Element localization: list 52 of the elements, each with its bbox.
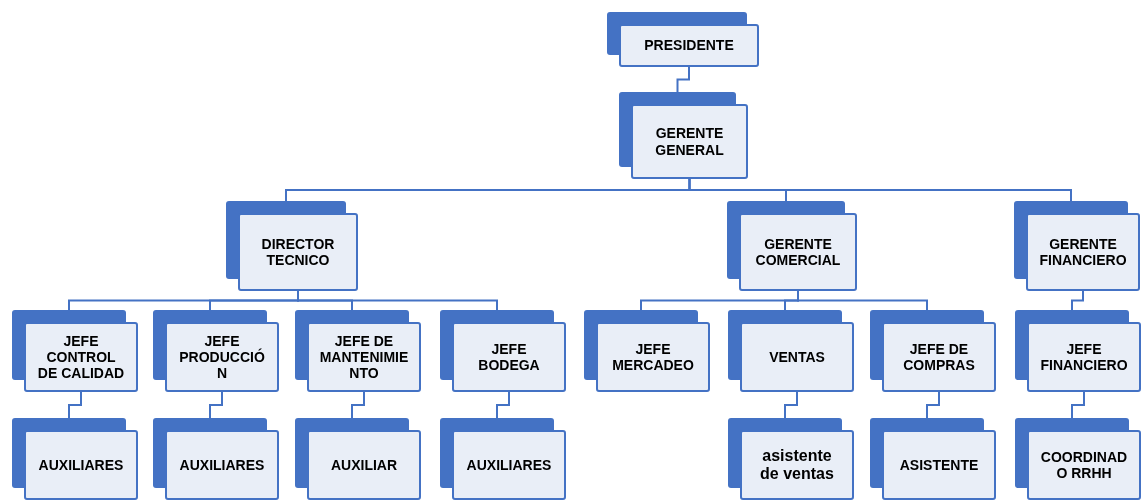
org-box xyxy=(295,418,421,500)
org-box xyxy=(153,418,279,500)
role-label: GERENTE COMERCIAL xyxy=(754,235,842,269)
role-label: ASISTENTE xyxy=(899,456,979,474)
role-label: AUXILIARES xyxy=(179,456,265,474)
role-label: AUXILIAR xyxy=(330,456,398,474)
role-label: DIRECTOR TECNICO xyxy=(260,235,336,269)
org-box xyxy=(1015,310,1141,392)
connector-line xyxy=(68,391,82,419)
connector-line xyxy=(926,391,940,419)
connector-line xyxy=(209,391,223,419)
org-box xyxy=(607,12,759,67)
role-label: JEFE CONTROL DE CALIDAD xyxy=(36,332,126,382)
role-label: JEFE DE COMPRAS xyxy=(902,340,976,374)
org-box xyxy=(728,310,854,392)
role-label: COORDINAD O RRHH xyxy=(1039,448,1129,482)
role-label: AUXILIARES xyxy=(38,456,124,474)
connector-line xyxy=(496,391,510,419)
role-label: VENTAS xyxy=(769,348,825,366)
connector-line xyxy=(688,178,1072,202)
connector-line xyxy=(676,66,690,93)
role-label: JEFE BODEGA xyxy=(477,340,541,374)
org-box xyxy=(440,418,566,500)
role-label: PRESIDENTE xyxy=(644,37,734,54)
org-box xyxy=(584,310,710,392)
role-label: GERENTE GENERAL xyxy=(654,125,725,158)
org-box xyxy=(1015,418,1141,500)
connector-line xyxy=(1071,391,1085,419)
org-box xyxy=(226,201,358,291)
role-label: JEFE DE MANTENIMIE NTO xyxy=(319,332,409,382)
role-label: GERENTE FINANCIERO xyxy=(1038,235,1128,269)
connector-line xyxy=(784,391,798,419)
org-box xyxy=(870,418,996,500)
connector-line xyxy=(1071,290,1084,311)
role-label: JEFE FINANCIERO xyxy=(1039,340,1129,374)
org-box xyxy=(727,201,857,291)
org-box xyxy=(1014,201,1140,291)
org-box xyxy=(12,418,138,500)
org-box xyxy=(870,310,996,392)
role-label: asistente de ventas xyxy=(759,446,835,484)
connector-line xyxy=(297,290,498,311)
org-box xyxy=(12,310,138,392)
role-label: JEFE PRODUCCIÓ N xyxy=(178,332,266,382)
connector-line xyxy=(351,391,365,419)
org-box xyxy=(153,310,279,392)
org-box xyxy=(728,418,854,500)
org-box xyxy=(295,310,421,392)
org-box xyxy=(619,92,748,179)
org-box xyxy=(440,310,566,392)
connector-line xyxy=(797,290,928,311)
role-label: AUXILIARES xyxy=(466,456,552,474)
role-label: JEFE MERCADEO xyxy=(611,340,695,374)
